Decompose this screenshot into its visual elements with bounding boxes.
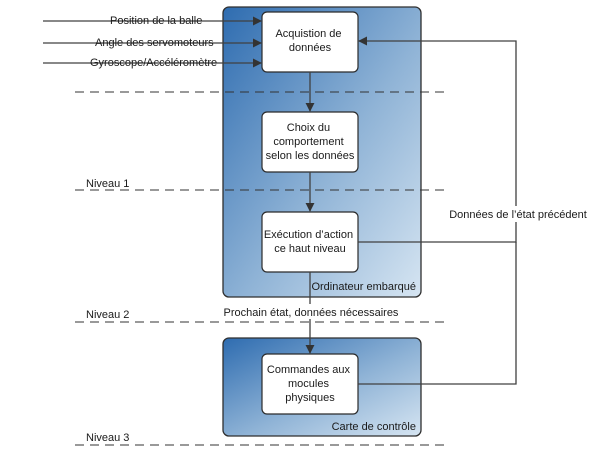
commandes-line-3: physiques [285, 392, 335, 404]
niveau-3-label: Niveau 3 [86, 432, 129, 444]
commandes-text: Commandes aux mocules physiques [267, 364, 353, 404]
niveau-2-label: Niveau 2 [86, 309, 129, 321]
input-label-angle: Angle des servomoteurs [95, 37, 214, 49]
acquisition-text: Acquistion de données [275, 28, 344, 54]
choix-line-1: Choix du [287, 122, 330, 134]
choix-line-2: comportement [273, 136, 343, 148]
carte-de-controle-label: Carte de contrôle [332, 421, 416, 433]
commandes-line-2: mocules [288, 378, 329, 390]
input-label-position: Position de la balle [110, 15, 202, 27]
ordinateur-embarque-label: Ordinateur embarqué [311, 281, 416, 293]
feedback-arrow-execution [358, 36, 517, 243]
execution-line-1: Exécution d’action [264, 229, 353, 241]
choix-text: Choix du comportement selon les données [266, 122, 355, 162]
choix-line-3: selon les données [266, 150, 355, 162]
feedback-label: Données de l’état précédent [449, 209, 587, 221]
feedback-line-commandes [358, 242, 517, 385]
acquisition-line-1: Acquistion de [275, 28, 341, 40]
execution-line-2: ce haut niveau [274, 243, 346, 255]
prochain-label-bg [224, 304, 400, 319]
commandes-line-1: Commandes aux [267, 364, 351, 376]
input-label-gyro: Gyroscope/Accéléromètre [90, 57, 217, 69]
execution-text: Exécution d’action ce haut niveau [264, 229, 356, 255]
niveau-1-label: Niveau 1 [86, 178, 129, 190]
acquisition-line-2: données [289, 42, 332, 54]
prochain-label: Prochain état, données nécessaires [224, 307, 399, 319]
feedback-label-bg [444, 206, 592, 222]
execution-node [261, 211, 359, 273]
